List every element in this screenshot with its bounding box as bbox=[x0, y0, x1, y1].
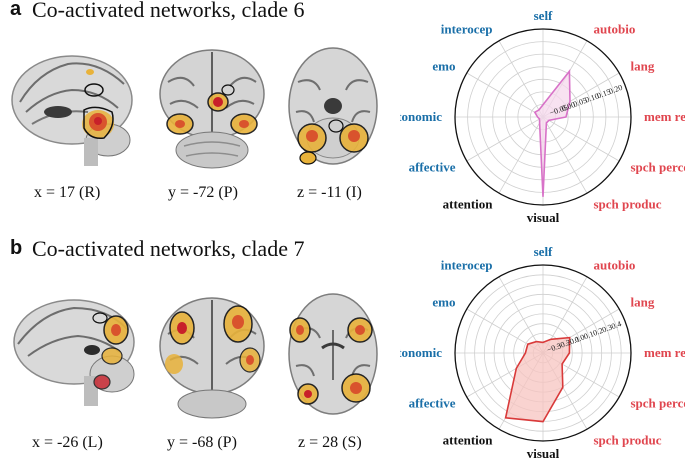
slice-label-b-3: z = 28 (S) bbox=[298, 434, 362, 451]
radar-b-r-tick-label: 0.1 bbox=[583, 329, 595, 341]
radar-a-outer-circle bbox=[454, 28, 632, 206]
panel-b-letter: b bbox=[10, 237, 23, 259]
radar-a-category-label: autobio bbox=[594, 22, 636, 37]
slice-label-b-2: y = -68 (P) bbox=[167, 434, 237, 451]
radar-chart-a: −0.050.000.050.100.150.20selfautobiolang… bbox=[400, 8, 685, 225]
radar-a-category-label: interocep bbox=[441, 22, 493, 37]
radar-b-category-label: emo bbox=[432, 295, 455, 310]
slice-label-a-1: x = 17 (R) bbox=[34, 184, 101, 201]
radar-a-category-label: spch produc bbox=[594, 197, 662, 212]
radar-a-category-label: visual bbox=[527, 210, 560, 225]
radar-a-r-tick-label: 0.05 bbox=[572, 96, 588, 109]
radar-b-category-label: mem retriev bbox=[644, 345, 685, 360]
brain-axial-b bbox=[288, 293, 378, 415]
radar-b-grid-spoke bbox=[498, 276, 544, 354]
radar-a-category-label: mem retriev bbox=[644, 109, 685, 124]
radar-a-grid-spoke bbox=[466, 72, 544, 118]
radar-b-category-label: self bbox=[534, 244, 553, 259]
brain-sagittal-a bbox=[11, 55, 133, 166]
radar-a-series-area bbox=[533, 69, 571, 197]
radar-a-grid-spoke bbox=[498, 116, 544, 194]
radar-b-category-label: autobio bbox=[594, 258, 636, 273]
radar-chart-b: −0.3−0.2−0.10.00.10.20.30.4selfautobiola… bbox=[400, 244, 685, 461]
slice-label-a-2: y = -72 (P) bbox=[168, 184, 238, 201]
radar-a-r-tick-label: 0.00 bbox=[560, 100, 576, 113]
radar-b-category-label: autonomic bbox=[400, 345, 442, 360]
brain-sagittal-b bbox=[13, 299, 135, 406]
radar-a-category-label: spch percep bbox=[631, 160, 685, 175]
radar-b-r-tick-label: 0.0 bbox=[573, 333, 585, 345]
radar-b-category-label: visual bbox=[527, 446, 560, 461]
radar-b-outer-circle bbox=[454, 264, 632, 442]
radar-a-category-label: lang bbox=[631, 59, 655, 74]
radar-b-r-tick-label: 0.3 bbox=[601, 323, 613, 335]
radar-b-category-label: spch produc bbox=[594, 433, 662, 448]
brain-coronal-b bbox=[159, 297, 265, 419]
radar-a-category-label: attention bbox=[443, 197, 494, 212]
slice-label-a-3: z = -11 (I) bbox=[297, 184, 362, 201]
radar-a-category-label: autonomic bbox=[400, 109, 442, 124]
panel-a-letter: a bbox=[10, 0, 22, 20]
radar-a-grid-spoke bbox=[498, 40, 544, 118]
radar-a-grid-spoke bbox=[542, 116, 620, 162]
slice-label-b-1: x = -26 (L) bbox=[32, 434, 103, 451]
brain-axial-a bbox=[288, 47, 378, 165]
radar-b-category-label: lang bbox=[631, 295, 655, 310]
radar-b-r-tick-label: 0.4 bbox=[610, 319, 622, 331]
radar-a-grid-spoke bbox=[466, 116, 544, 162]
radar-a-r-tick-label: 0.15 bbox=[596, 87, 612, 100]
radar-a-category-label: self bbox=[534, 8, 553, 23]
radar-b-series-area bbox=[504, 336, 571, 423]
radar-b-category-label: attention bbox=[443, 433, 494, 448]
radar-b-category-label: spch percep bbox=[631, 396, 685, 411]
radar-a-category-label: affective bbox=[409, 160, 456, 175]
panel-b-title: Co-activated networks, clade 7 bbox=[32, 236, 305, 261]
radar-a-grid-spoke bbox=[542, 116, 588, 194]
radar-b-r-tick-label: 0.2 bbox=[592, 326, 604, 338]
radar-a-category-label: emo bbox=[432, 59, 455, 74]
brain-coronal-a bbox=[159, 49, 265, 169]
radar-b-category-label: interocep bbox=[441, 258, 493, 273]
radar-b-category-label: affective bbox=[409, 396, 456, 411]
panel-a-title: Co-activated networks, clade 6 bbox=[32, 0, 305, 22]
radar-a-r-tick-label: 0.10 bbox=[584, 91, 600, 104]
radar-a-r-tick-label: 0.20 bbox=[608, 83, 624, 96]
